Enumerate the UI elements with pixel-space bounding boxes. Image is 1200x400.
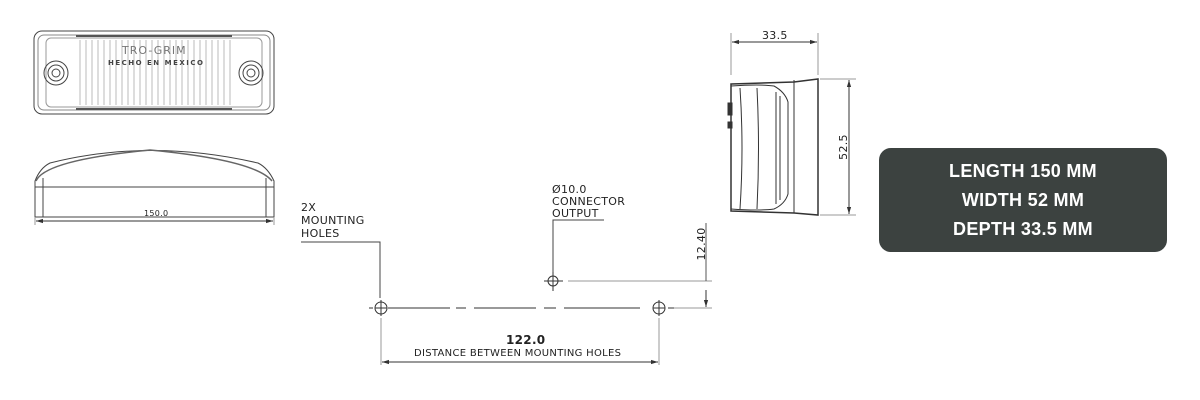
spec-length: LENGTH 150 MM — [949, 160, 1097, 181]
mounting-hole-left — [374, 300, 388, 316]
connector-diameter: Ø10.0 — [552, 183, 587, 196]
hole-layout — [301, 219, 712, 365]
mounting-hole-right — [652, 300, 666, 316]
spec-depth: DEPTH 33.5 MM — [953, 218, 1093, 239]
spec-summary-box: LENGTH 150 MM WIDTH 52 MM DEPTH 33.5 MM — [879, 148, 1167, 252]
side-view — [34, 149, 275, 225]
length-dimension: 150.0 — [144, 209, 169, 218]
origin-text: HECHO EN MEXICO — [108, 59, 205, 67]
spacing-dimension: 122.0 — [506, 333, 546, 347]
height-dimension: 52.5 — [837, 134, 850, 160]
right-mount-boss — [238, 60, 264, 86]
connector-hole — [544, 272, 563, 291]
spec-width: WIDTH 52 MM — [961, 189, 1085, 210]
mounting-holes-label-1: MOUNTING — [301, 214, 365, 227]
mounting-holes-qty: 2X — [301, 201, 317, 214]
lens-ribs — [79, 40, 231, 105]
front-view — [33, 30, 275, 115]
left-mount-boss — [43, 60, 69, 86]
end-view — [727, 33, 856, 216]
brand-text: TRO-GRIM — [122, 44, 187, 57]
depth-dimension: 33.5 — [762, 29, 788, 42]
connector-label-1: CONNECTOR — [552, 195, 626, 208]
offset-dimension: 12.40 — [695, 227, 708, 261]
mounting-holes-label-2: HOLES — [301, 227, 340, 240]
spacing-caption: DISTANCE BETWEEN MOUNTING HOLES — [414, 348, 622, 359]
connector-label-2: OUTPUT — [552, 207, 599, 220]
